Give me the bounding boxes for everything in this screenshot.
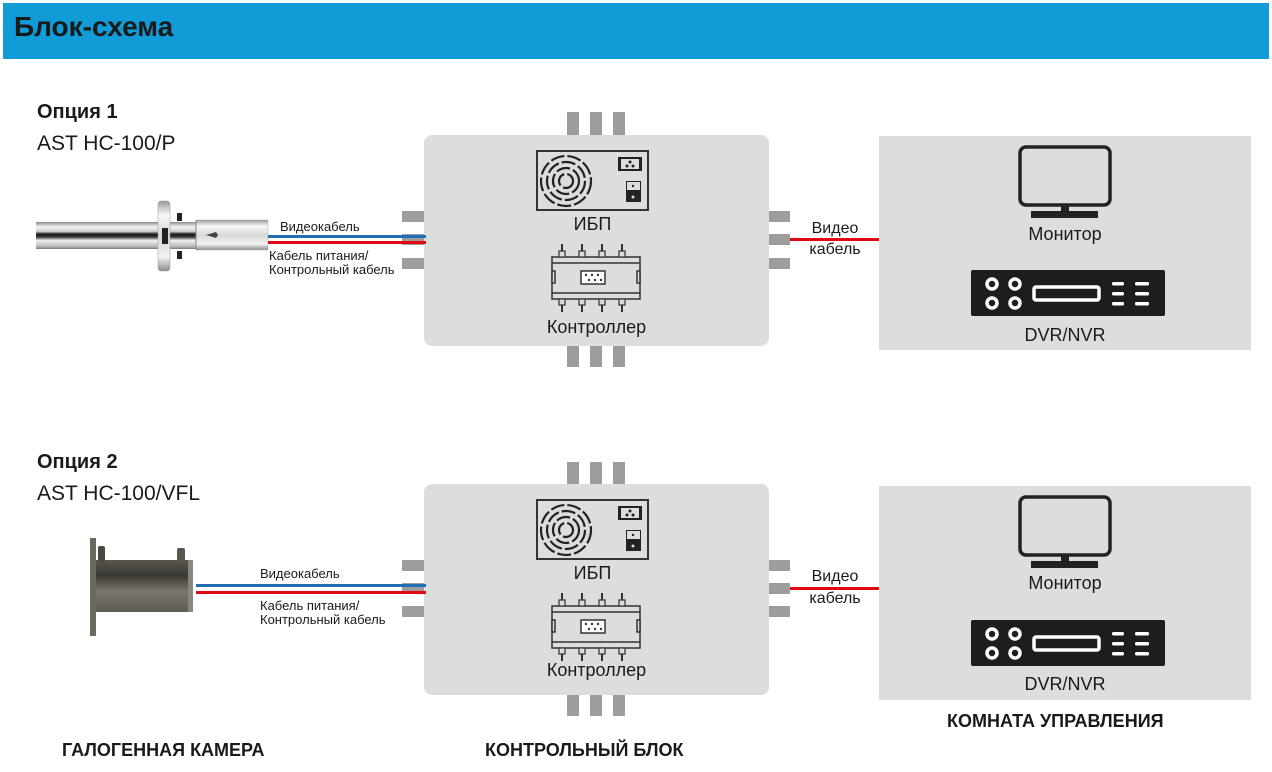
ups-icon — [536, 150, 649, 211]
ups-icon — [536, 499, 649, 560]
option-2-model: AST HC-100/VFL — [37, 482, 201, 505]
output-cable-label-1: Видео — [811, 220, 859, 237]
camera-section-label: ГАЛОГЕННАЯ КАМЕРА — [62, 740, 265, 760]
output-video-cable-line — [790, 238, 880, 241]
option-1-model: AST HC-100/P — [37, 132, 176, 155]
controller-icon — [551, 593, 641, 661]
connector-stub — [590, 694, 602, 716]
connector-stub — [768, 211, 790, 222]
video-cable-line — [402, 235, 426, 238]
connector-stub — [590, 112, 602, 136]
video-cable-label: Видеокабель — [280, 219, 360, 234]
connector-stub — [402, 211, 424, 222]
controller-icon — [551, 244, 641, 312]
control-block-section-label: КОНТРОЛЬНЫЙ БЛОК — [485, 740, 684, 760]
power-cable-line — [402, 591, 426, 594]
monitor-label: Монитор — [1028, 573, 1102, 593]
output-video-cable-line — [790, 587, 880, 590]
dvr-icon — [971, 270, 1165, 316]
ups-label: ИБП — [573, 214, 612, 234]
video-cable-line — [196, 584, 426, 587]
controller-label: Контроллер — [546, 317, 647, 337]
video-cable-line — [268, 235, 426, 238]
monitor-icon — [1018, 145, 1112, 218]
power-cable-label: Кабель питания/ — [269, 248, 369, 263]
option-1-title: Опция 1 — [37, 101, 118, 123]
connector-stub — [402, 234, 424, 245]
dvr-icon — [971, 620, 1165, 666]
probe-camera-icon — [36, 200, 269, 272]
power-cable-line — [268, 241, 426, 244]
output-cable-label-2: кабель — [809, 241, 861, 258]
connector-stub — [567, 112, 579, 136]
connector-stub — [567, 694, 579, 716]
dvr-label: DVR/NVR — [1024, 325, 1106, 345]
connector-stub — [590, 462, 602, 486]
power-cable-line — [196, 591, 426, 594]
connector-stub — [768, 583, 790, 594]
connector-stub — [613, 462, 625, 486]
control-block — [424, 484, 769, 695]
page-title: Блок-схема — [14, 11, 174, 42]
connector-stub — [613, 345, 625, 367]
control-cable-label: Контрольный кабель — [260, 612, 386, 627]
monitor-icon — [1018, 495, 1112, 568]
connector-stub — [402, 560, 424, 571]
connector-stub — [768, 560, 790, 571]
option-2-title: Опция 2 — [37, 451, 118, 473]
connector-stub — [613, 112, 625, 136]
connector-stub — [613, 694, 625, 716]
ups-label: ИБП — [573, 563, 612, 583]
power-cable-line — [402, 241, 426, 244]
output-cable-label-2: кабель — [809, 590, 861, 607]
control-block — [424, 135, 769, 346]
connector-stub — [768, 234, 790, 245]
output-cable-label-1: Видео — [811, 568, 859, 585]
connector-stub — [567, 345, 579, 367]
connector-stub — [768, 258, 790, 269]
connector-stub — [590, 345, 602, 367]
connector-stub — [402, 583, 424, 594]
header-bar — [3, 3, 1269, 59]
control-room-section-label: КОМНАТА УПРАВЛЕНИЯ — [947, 711, 1164, 731]
monitor-label: Монитор — [1028, 224, 1102, 244]
connector-stub — [402, 606, 424, 617]
connector-stub — [768, 606, 790, 617]
flange-camera-icon — [90, 538, 193, 636]
video-cable-label: Видеокабель — [260, 566, 340, 581]
connector-stub — [567, 462, 579, 486]
controller-label: Контроллер — [546, 660, 647, 680]
control-cable-label: Контрольный кабель — [269, 262, 395, 277]
video-cable-line — [402, 584, 426, 587]
power-cable-label: Кабель питания/ — [260, 598, 360, 613]
connector-stub — [402, 258, 424, 269]
dvr-label: DVR/NVR — [1024, 674, 1106, 694]
